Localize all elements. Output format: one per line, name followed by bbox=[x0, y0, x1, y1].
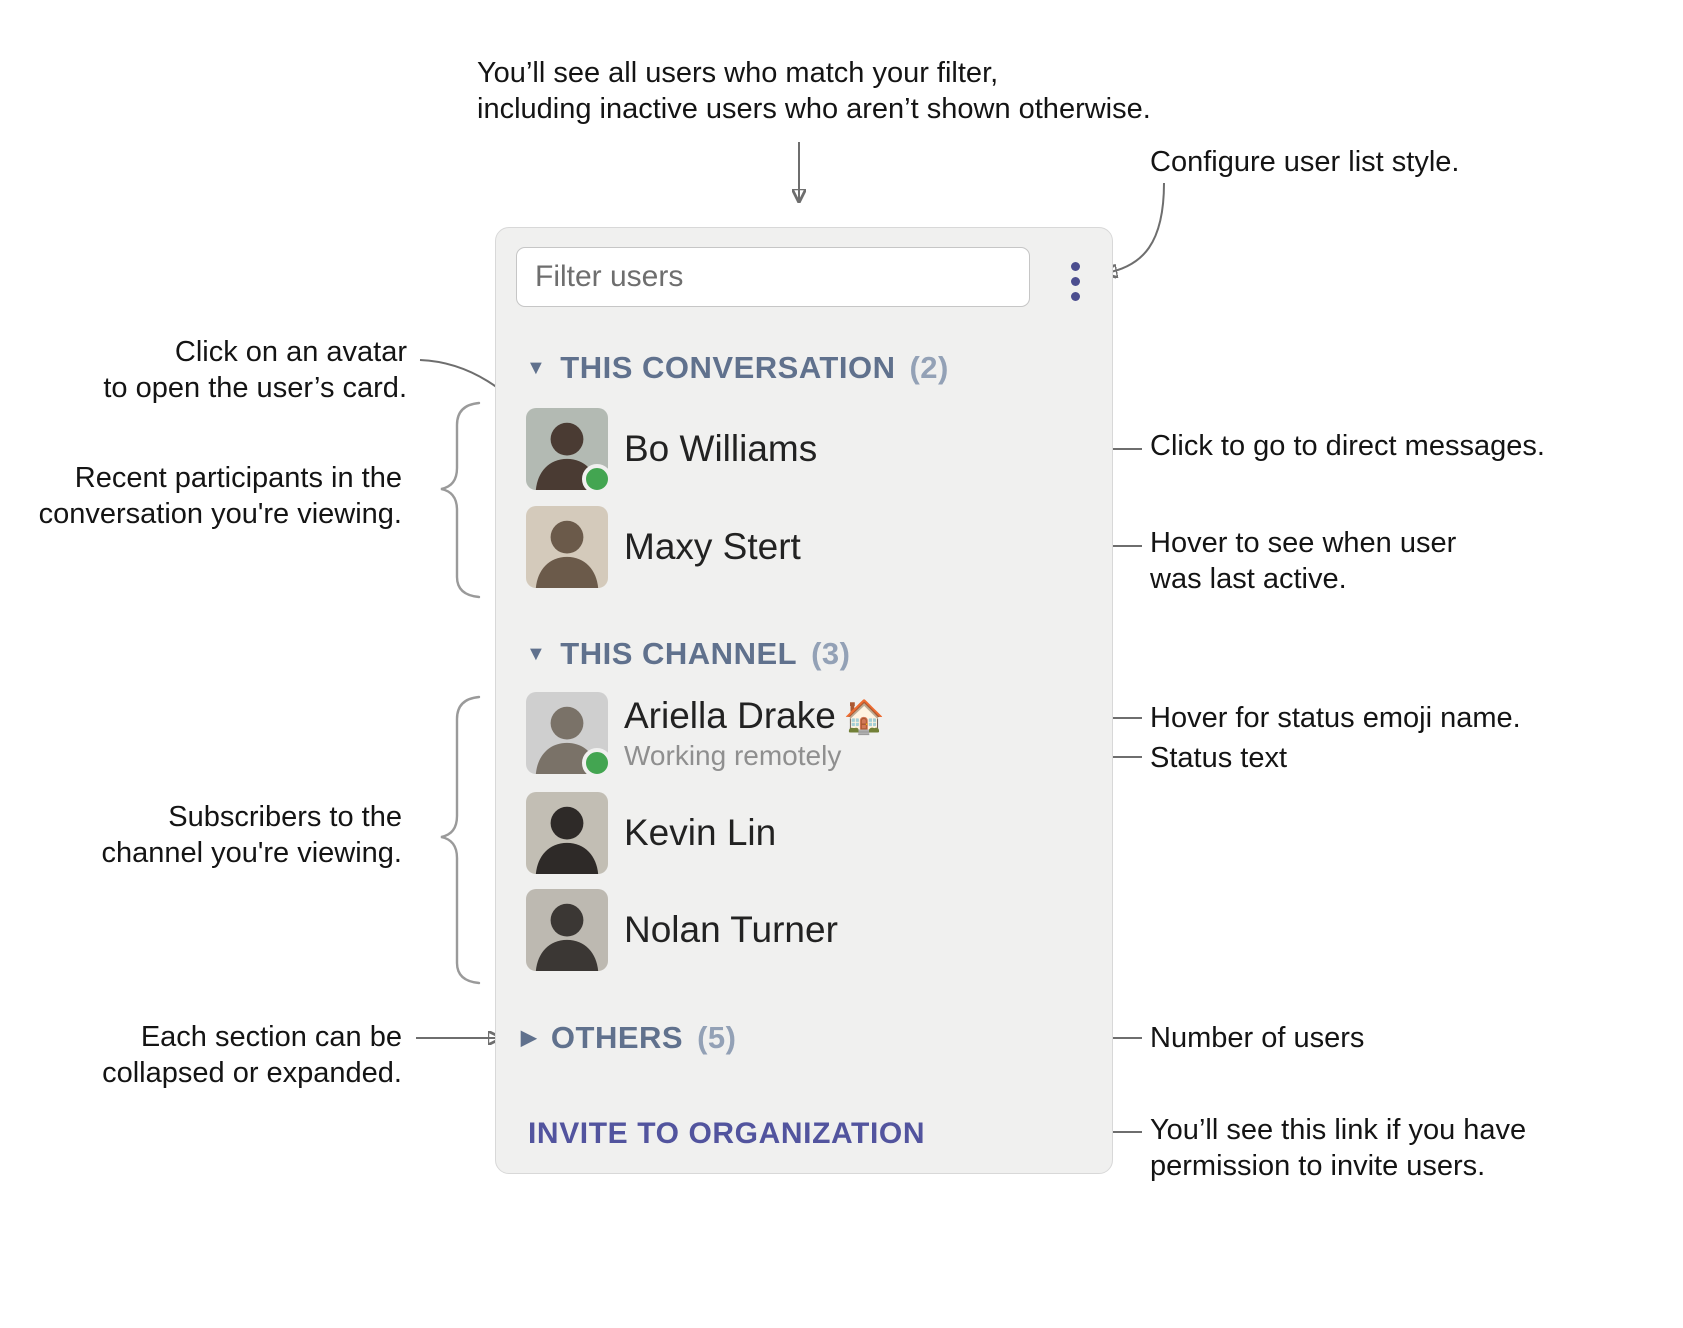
chevron-down-icon: ▼ bbox=[526, 643, 547, 665]
user-name: Bo Williams bbox=[624, 428, 818, 469]
status-emoji-icon: 🏠 bbox=[843, 697, 885, 735]
online-indicator bbox=[582, 748, 612, 778]
section-count: (3) bbox=[811, 636, 851, 671]
annotation-status-text: Status text bbox=[1150, 742, 1288, 774]
user-row-nolan-turner[interactable]: Nolan Turner bbox=[526, 889, 838, 971]
section-count: (2) bbox=[909, 350, 949, 385]
user-row-kevin-lin[interactable]: Kevin Lin bbox=[526, 792, 776, 874]
online-indicator bbox=[582, 464, 612, 494]
connector-configure bbox=[1106, 182, 1165, 273]
section-label: THIS CONVERSATION bbox=[560, 350, 896, 385]
section-count: (5) bbox=[697, 1020, 737, 1055]
annotation-avatar-click: Click on an avatar to open the user’s ca… bbox=[103, 336, 407, 404]
section-header-this-conversation[interactable]: ▼ THIS CONVERSATION (2) bbox=[526, 350, 949, 386]
annotation-filter-note: You’ll see all users who match your filt… bbox=[477, 57, 1151, 125]
kebab-dot bbox=[1070, 276, 1080, 286]
filter-users-input[interactable] bbox=[516, 247, 1030, 307]
avatar[interactable] bbox=[526, 889, 608, 971]
user-name: Nolan Turner bbox=[624, 909, 838, 950]
avatar[interactable] bbox=[526, 408, 612, 494]
annotation-number-of-users: Number of users bbox=[1150, 1022, 1365, 1054]
chevron-right-icon: ▶ bbox=[521, 1027, 537, 1049]
annotation-status-emoji: Hover for status emoji name. bbox=[1150, 702, 1521, 734]
section-label: THIS CHANNEL bbox=[560, 636, 798, 671]
annotation-recent-participants: Recent participants in the conversation … bbox=[38, 462, 402, 530]
kebab-dot bbox=[1070, 261, 1080, 271]
invite-to-organization-link[interactable]: INVITE TO ORGANIZATION bbox=[528, 1117, 926, 1150]
user-status-text: Working remotely bbox=[624, 739, 842, 771]
kebab-dot bbox=[1070, 291, 1080, 301]
avatar-silhouette bbox=[526, 506, 608, 588]
annotation-subscribers: Subscribers to the channel you're viewin… bbox=[101, 801, 402, 869]
brace-recent-participants bbox=[440, 401, 481, 599]
section-header-others[interactable]: ▶ OTHERS (5) bbox=[521, 1020, 736, 1056]
avatar-silhouette bbox=[526, 889, 608, 971]
user-row-bo-williams[interactable]: Bo Williams bbox=[526, 408, 818, 494]
user-name: Kevin Lin bbox=[624, 812, 777, 853]
avatar[interactable] bbox=[526, 692, 612, 778]
user-list-panel: ▼ THIS CONVERSATION (2) Bo Williams bbox=[495, 227, 1113, 1174]
avatar-silhouette bbox=[526, 792, 608, 874]
annotation-direct-messages: Click to go to direct messages. bbox=[1150, 430, 1545, 462]
annotation-invite-permission: You’ll see this link if you have permiss… bbox=[1150, 1114, 1527, 1182]
avatar[interactable] bbox=[526, 792, 608, 874]
annotation-collapse: Each section can be collapsed or expande… bbox=[102, 1021, 402, 1089]
avatar[interactable] bbox=[526, 506, 608, 588]
user-name: Ariella Drake bbox=[624, 694, 836, 736]
user-row-maxy-stert[interactable]: Maxy Stert bbox=[526, 506, 801, 588]
annotation-last-active: Hover to see when user was last active. bbox=[1150, 527, 1457, 595]
section-label: OTHERS bbox=[550, 1020, 684, 1055]
user-name: Maxy Stert bbox=[624, 526, 801, 567]
section-header-this-channel[interactable]: ▼ THIS CHANNEL (3) bbox=[526, 636, 850, 672]
brace-subscribers bbox=[440, 695, 481, 985]
annotation-configure: Configure user list style. bbox=[1150, 146, 1460, 178]
user-list-style-menu-icon[interactable] bbox=[1063, 255, 1087, 307]
chevron-down-icon: ▼ bbox=[526, 357, 547, 379]
user-row-ariella-drake[interactable]: Ariella Drake🏠 Working remotely bbox=[526, 692, 885, 778]
